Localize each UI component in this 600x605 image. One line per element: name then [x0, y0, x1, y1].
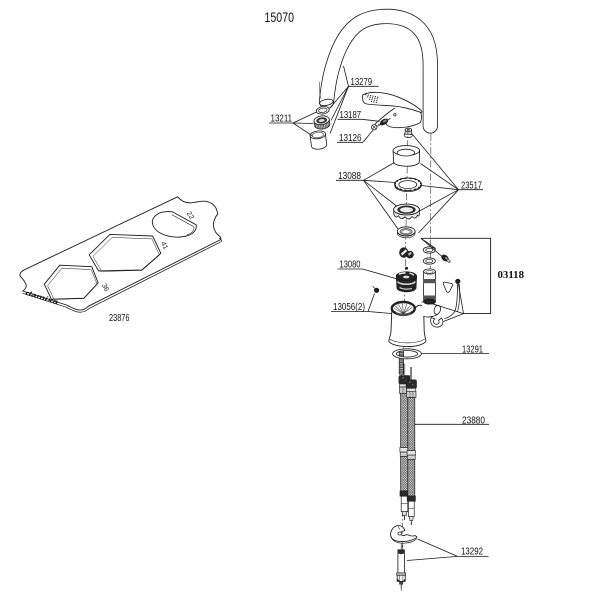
svg-text:13292: 13292	[461, 547, 483, 558]
svg-text:23517: 23517	[461, 181, 482, 192]
svg-text:13126: 13126	[339, 133, 362, 144]
svg-text:13187: 13187	[340, 110, 362, 121]
svg-text:13291: 13291	[462, 345, 483, 356]
svg-text:41: 41	[159, 241, 169, 251]
svg-text:03118: 03118	[498, 270, 525, 281]
svg-text:23880: 23880	[462, 416, 485, 427]
svg-text:13056(2): 13056(2)	[333, 302, 365, 313]
svg-text:22: 22	[185, 211, 195, 221]
svg-text:23876: 23876	[109, 313, 130, 324]
svg-text:15070: 15070	[265, 10, 295, 25]
svg-text:13080: 13080	[340, 260, 361, 271]
svg-text:13088: 13088	[338, 171, 361, 182]
svg-text:36: 36	[100, 283, 110, 293]
svg-text:13211: 13211	[271, 114, 293, 125]
svg-text:13279: 13279	[351, 77, 373, 88]
